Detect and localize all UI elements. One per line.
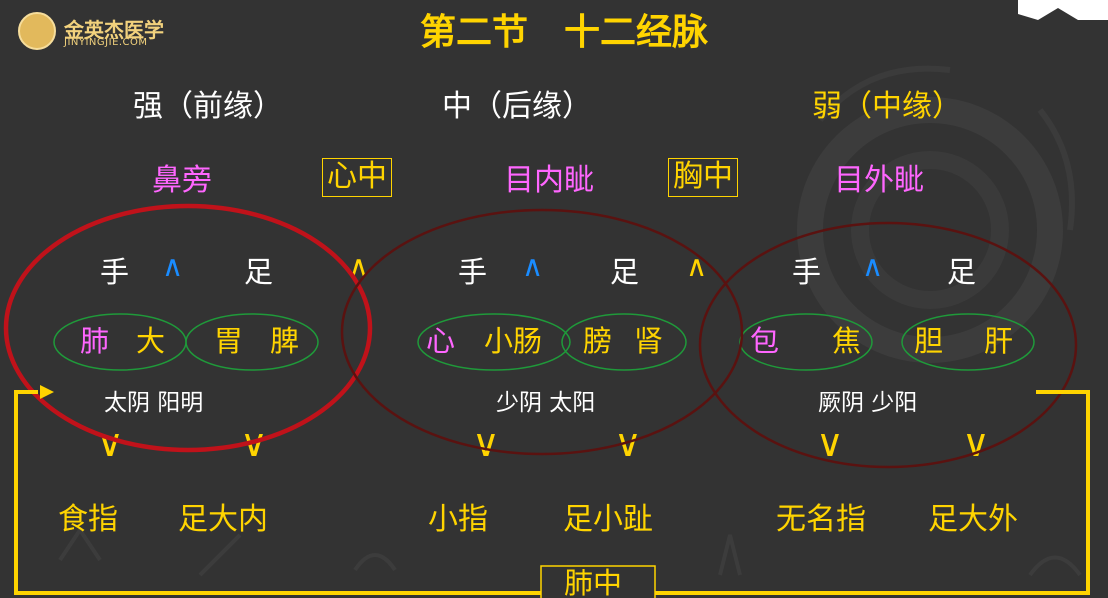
organ-ellipse-4 <box>561 313 687 371</box>
meridian-group-3: 厥阴 少阳 <box>818 390 918 416</box>
endpoint-index-finger: 食指 <box>58 502 118 537</box>
logo-domain: JINYINGJIE.COM <box>64 37 148 48</box>
organ-stomach: 胃 <box>214 324 244 358</box>
foot-label-2: 足 <box>610 255 640 289</box>
origin-eye-inner: 目内眦 <box>504 163 594 198</box>
hand-foot-caret-2: ∧ <box>522 249 544 283</box>
logo: 金英杰医学 JINYINGJIE.COM <box>18 12 208 52</box>
organ-kidney: 肾 <box>634 324 664 358</box>
origin-chest-box: 胸中 <box>668 158 738 197</box>
organ-large-intestine: 大 <box>136 324 166 358</box>
origin-eye-outer: 目外眦 <box>834 163 924 198</box>
bottom-box-frame <box>540 565 656 598</box>
organ-triple-burner: 焦 <box>832 324 862 358</box>
slide-corner-edge <box>1018 0 1108 20</box>
origin-heart-box: 心中 <box>322 158 392 197</box>
label-weak: 弱（中缘） <box>812 89 962 124</box>
organ-ellipse-2 <box>185 313 319 371</box>
endpoint-ring-finger: 无名指 <box>776 502 866 537</box>
page-title: 第二节 十二经脉 <box>420 12 709 53</box>
hand-label-2: 手 <box>458 255 488 289</box>
endpoint-little-toe: 足小趾 <box>563 502 653 537</box>
hand-label-1: 手 <box>100 255 130 289</box>
organ-lung: 肺 <box>80 324 110 358</box>
meridian-group-2: 少阴 太阳 <box>496 390 596 416</box>
meridian-group-1: 太阴 阳明 <box>104 390 204 416</box>
group-circle-strong <box>3 203 373 453</box>
loop-line <box>655 390 1090 595</box>
endpoint-big-toe-outer: 足大外 <box>928 502 1018 537</box>
logo-emblem-icon <box>18 12 56 50</box>
hand-foot-caret-3: ∧ <box>862 249 884 283</box>
label-middle: 中（后缘） <box>442 89 592 124</box>
organ-ellipse-5 <box>739 313 873 371</box>
down-caret-3: ∨ <box>472 421 500 465</box>
organ-gallbladder: 胆 <box>914 324 944 358</box>
organ-small-intestine: 小肠 <box>484 324 543 358</box>
endpoint-big-toe-inner: 足大内 <box>178 502 268 537</box>
group-circle-middle <box>340 208 744 456</box>
hand-foot-caret-1: ∧ <box>162 249 184 283</box>
group-circle-weak <box>698 221 1078 469</box>
foot-label-3: 足 <box>947 255 977 289</box>
loop-arrowhead-icon <box>40 385 54 399</box>
endpoint-little-finger: 小指 <box>428 502 488 537</box>
logo-name: 金英杰医学 <box>64 18 164 42</box>
loop-line-left <box>14 390 541 595</box>
organ-bladder: 膀 <box>583 324 613 358</box>
organ-pericardium: 包 <box>750 324 780 358</box>
organ-ellipse-6 <box>901 313 1035 371</box>
bottom-box-label: 肺中 <box>564 566 623 598</box>
label-strong: 强（前缘） <box>133 89 283 124</box>
organ-spleen: 脾 <box>270 324 300 358</box>
down-caret-5: ∨ <box>816 421 844 465</box>
foot-label-1: 足 <box>244 255 274 289</box>
organ-ellipse-3 <box>417 313 571 371</box>
organ-heart: 心 <box>426 324 456 358</box>
origin-nose: 鼻旁 <box>152 163 212 198</box>
hand-label-3: 手 <box>792 255 822 289</box>
organ-liver: 肝 <box>984 324 1014 358</box>
